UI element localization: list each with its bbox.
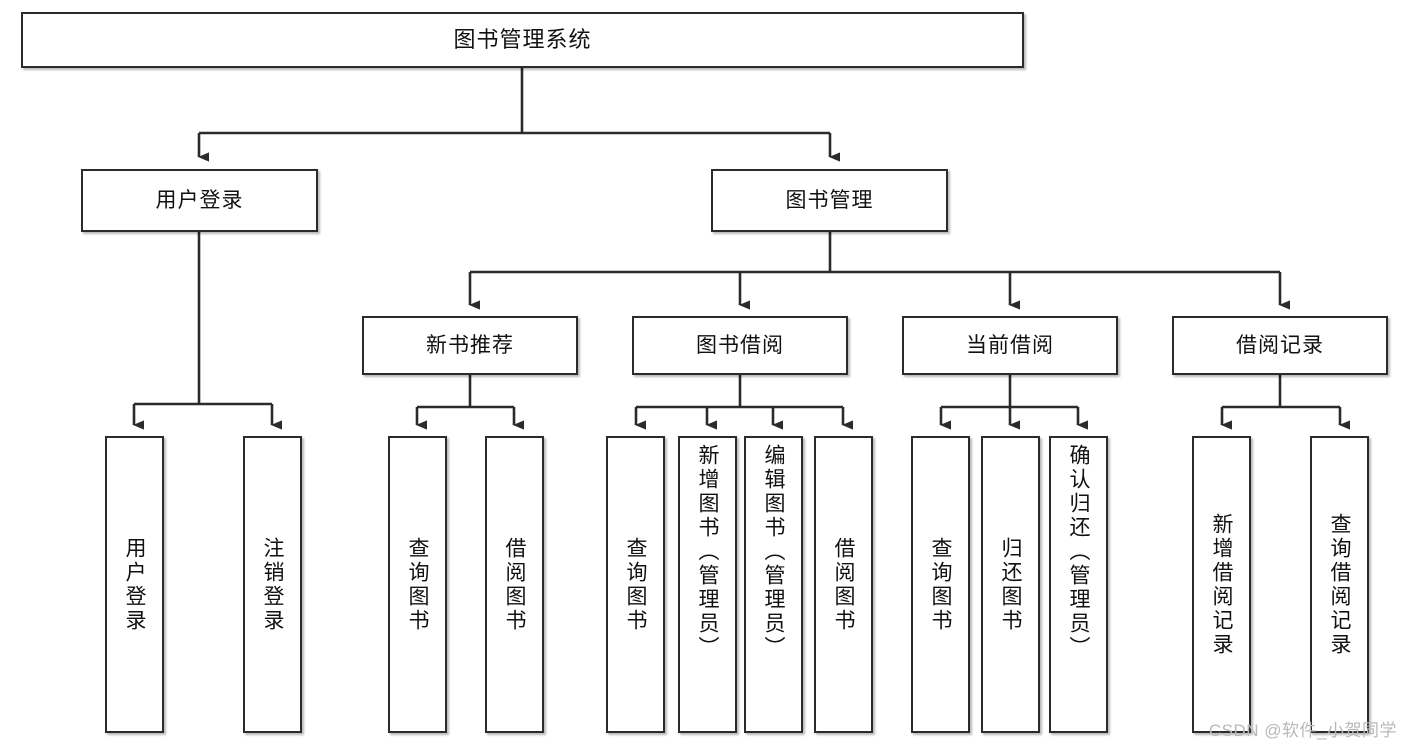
node-label: 借阅记录 [1236,333,1324,357]
node-label: 确认归还（管理员） [1067,444,1090,660]
leaf-user-login-logout[interactable]: 注销登录 [243,436,302,733]
node-book-borrow[interactable]: 图书借阅 [632,316,848,375]
leaf-recommend-borrow-book[interactable]: 借阅图书 [485,436,544,733]
node-book-management[interactable]: 图书管理 [711,169,948,232]
leaf-borrow-edit-book-admin[interactable]: 编辑图书（管理员） [744,436,803,733]
node-label: 注销登录 [261,536,284,633]
node-label: 用户登录 [155,188,244,212]
leaf-current-confirm-return-admin[interactable]: 确认归还（管理员） [1049,436,1108,733]
leaf-borrow-add-book-admin[interactable]: 新增图书（管理员） [678,436,737,733]
node-label: 用户登录 [123,536,146,633]
node-label: 归还图书 [999,536,1022,633]
node-label: 查询图书 [406,536,429,633]
node-label: 图书管理系统 [453,26,592,52]
node-label: 查询图书 [624,536,647,633]
node-label: 查询借阅记录 [1328,512,1351,657]
leaf-record-add-record[interactable]: 新增借阅记录 [1192,436,1251,733]
watermark-text: CSDN @软件_小贺同学 [1208,721,1397,740]
leaf-record-query-record[interactable]: 查询借阅记录 [1310,436,1369,733]
node-label: 图书借阅 [696,333,784,357]
leaf-user-login-login[interactable]: 用户登录 [105,436,164,733]
node-label: 编辑图书（管理员） [762,444,785,660]
node-label: 新增借阅记录 [1210,512,1233,657]
leaf-current-return-book[interactable]: 归还图书 [981,436,1040,733]
node-new-book-recommend[interactable]: 新书推荐 [362,316,578,375]
node-root-system[interactable]: 图书管理系统 [21,12,1024,68]
node-label: 当前借阅 [966,333,1054,357]
leaf-current-query-book[interactable]: 查询图书 [911,436,970,733]
node-label: 借阅图书 [503,536,526,633]
leaf-borrow-query-book[interactable]: 查询图书 [606,436,665,733]
node-label: 新书推荐 [426,333,514,357]
node-current-borrow[interactable]: 当前借阅 [902,316,1118,375]
node-label: 借阅图书 [832,536,855,633]
leaf-recommend-query-book[interactable]: 查询图书 [388,436,447,733]
leaf-borrow-borrow-book[interactable]: 借阅图书 [814,436,873,733]
node-borrow-record[interactable]: 借阅记录 [1172,316,1388,375]
node-label: 图书管理 [785,188,874,212]
node-label: 新增图书（管理员） [696,444,719,660]
node-user-login[interactable]: 用户登录 [81,169,318,232]
node-label: 查询图书 [929,536,952,633]
